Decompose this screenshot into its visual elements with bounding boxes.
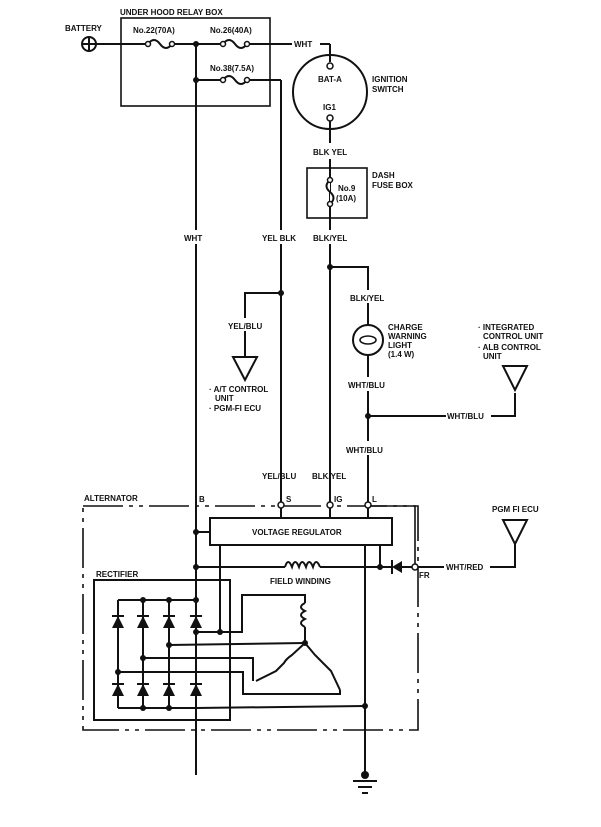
charge-light-label-3: LIGHT [388,341,412,350]
fuse-22 [147,39,173,49]
field-winding-label: FIELD WINDING [270,577,331,586]
wire-label-wht-blu-1: WHT/BLU [348,381,385,390]
fuse-26-label: No.26(40A) [210,26,252,35]
terminal-b-label: B [199,495,205,504]
wire-label-wht: WHT [184,234,202,243]
wire-label-blk-yel-ig: BLK/YEL [312,472,346,481]
rectifier [93,579,231,721]
ig1-terminal: IG1 [323,103,336,112]
icu-label-1: · INTEGRATED [478,323,535,332]
wire-label-yel-blk: YEL BLK [262,234,296,243]
field-winding-coil [284,561,321,571]
wire-label-wht-red: WHT/RED [446,563,484,572]
relay-box-title: UNDER HOOD RELAY BOX [120,8,223,17]
at-unit-label-1: · A/T CONTROL [209,385,268,394]
at-unit-label-3: · PGM-FI ECU [209,404,261,413]
fuse-26 [222,39,248,49]
branch-wires [231,244,529,505]
alternator-label: ALTERNATOR [84,494,138,503]
at-control-unit-connector [231,356,259,383]
wire-label-yel-blu-s: YEL/BLU [262,472,296,481]
terminal-s-label: S [286,495,292,504]
fuse-9-rating: (10A) [336,194,356,203]
icu-label-4: UNIT [483,352,502,361]
dash-fuse-box-label-1: DASH [372,171,395,180]
bat-a-terminal: BAT-A [318,75,342,84]
charge-light-label-1: CHARGE [388,323,423,332]
fuse-38-label: No.38(7.5A) [210,64,254,73]
icu-label-3: · ALB CONTROL [478,343,541,352]
main-wires [96,39,331,775]
icu-label-2: CONTROL UNIT [483,332,543,341]
ignition-switch-label-1: IGNITION [372,75,408,84]
ignition-switch-label-2: SWITCH [372,85,404,94]
dash-fuse-box [306,167,368,219]
charge-warning-light-icon [352,324,384,356]
wire-label-blk-yel-3: BLK/YEL [350,294,384,303]
battery-label: BATTERY [65,24,103,33]
charge-light-label-2: WARNING [388,332,427,341]
wire-label-blk-yel-1: BLK YEL [313,148,347,157]
wire-label-yel-blu-branch: YEL/BLU [228,322,262,331]
wire-label-wht-blu-2: WHT/BLU [447,412,484,421]
pgm-fi-ecu-connector [501,519,529,547]
wire-label-wht-top: WHT [294,40,312,49]
terminal-fr-label: FR [419,571,430,580]
integrated-control-unit-connector [501,365,529,393]
at-unit-label-2: UNIT [215,394,234,403]
wire-label-blk-yel-2: BLK/YEL [313,234,347,243]
rectifier-label: RECTIFIER [96,570,138,579]
diode-icon [392,561,402,573]
alternator-internals [93,501,529,794]
charge-light-label-4: (1.4 W) [388,350,415,359]
alternator-housing [82,505,419,731]
voltage-regulator-label: VOLTAGE REGULATOR [252,528,342,537]
battery-symbol [81,36,97,52]
terminal-l-label: L [372,495,377,504]
fuse-38 [222,75,248,85]
fuse-9-label: No.9 [338,184,356,193]
wire-label-wht-blu-3: WHT/BLU [346,446,383,455]
pgm-fi-ecu-label: PGM FI ECU [492,505,539,514]
dash-fuse-box-label-2: FUSE BOX [372,181,414,190]
terminal-ig-label: IG [334,495,342,504]
fuse-22-label: No.22(70A) [133,26,175,35]
